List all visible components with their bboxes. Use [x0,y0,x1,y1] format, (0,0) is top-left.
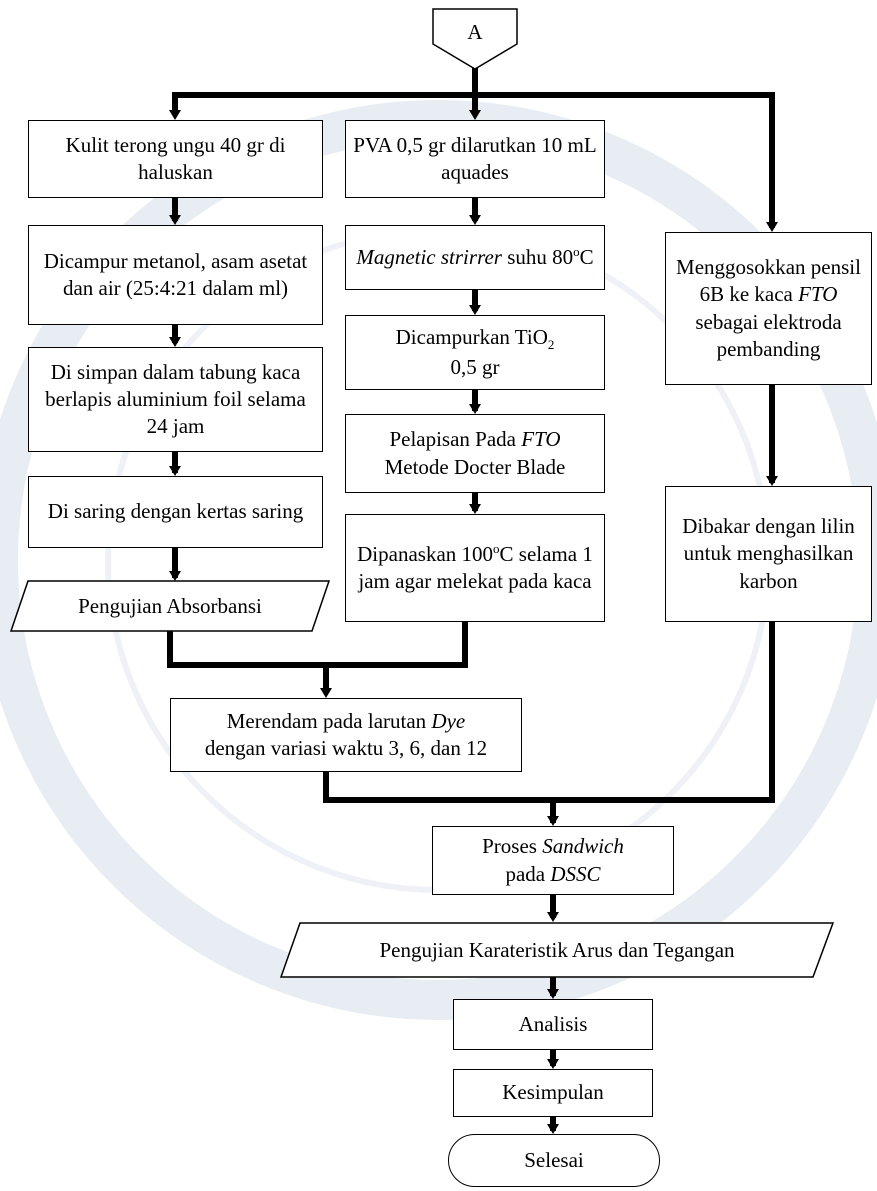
magnetic-suhu: suhu 80 [501,244,574,269]
step-magnetic-stirrer-text: Magnetic strirrer suhu 80oC [356,244,593,271]
io-shape [9,580,331,632]
dssc-italic: DSSC [550,861,601,886]
io-arus-tegangan-text: Pengujian Karateristik Arus dan Tegangan [379,937,735,962]
menggosokkan-fto-italic: FTO [798,282,838,307]
step-pva: PVA 0,5 gr dilarutkan 10 mL aquades [345,120,605,198]
step-kesimpulan: Kesimpulan [453,1069,653,1117]
step-di-saring: Di saring dengan kertas saring [28,476,323,548]
step-tio2-text: Dicampurkan TiO2 0,5 gr [396,324,555,381]
merendam-a: Merendam pada larutan [226,708,432,733]
connector-label: A [467,19,483,44]
step-dipanaskan-text: Dipanaskan 100oC selama 1 jam agar melek… [352,541,598,596]
step-kulit-terong: Kulit terong ungu 40 gr di haluskan [28,120,323,198]
step-analisis-text: Analisis [518,1011,588,1036]
connector-shape [432,8,518,70]
dipanaskan-b: C selama 1 jam agar melekat pada kaca [358,541,593,593]
step-di-simpan-text: Di simpan dalam tabung kaca berlapis alu… [45,359,306,439]
pelapisan-fto-italic: FTO [521,427,561,452]
merendam-b: dengan variasi waktu 3, 6, dan 12 [204,736,488,760]
step-dicampur-metanol: Dicampur metanol, asam asetat dan air (2… [28,225,323,325]
io2-shape [279,922,835,978]
magnetic-stirrer-italic: Magnetic strirrer [356,244,502,269]
connector-a: A [432,8,518,70]
pelapisan-a: Pelapisan Pada [389,427,522,452]
tio2-a: Dicampurkan TiO [395,324,548,349]
terminal-selesai: Selesai [448,1134,660,1187]
step-dipanaskan: Dipanaskan 100oC selama 1 jam agar melek… [345,514,605,622]
degree-sup: o [573,243,580,259]
step-kesimpulan-text: Kesimpulan [502,1080,604,1105]
sandwich-a: Proses [482,834,543,859]
step-di-saring-text: Di saring dengan kertas saring [47,499,304,524]
io-pengujian-absorbansi-text: Pengujian Absorbansi [78,593,262,618]
step-menggosokkan-pensil: Menggosokkan pensil 6B ke kaca FTO sebag… [665,232,872,385]
io-pengujian-arus-tegangan: Pengujian Karateristik Arus dan Tegangan [279,922,835,978]
menggosokkan-a: Menggosokkan pensil 6B ke kaca [676,254,861,307]
tio2-sub: 2 [547,337,555,352]
step-merendam-dye: Merendam pada larutan Dye dengan variasi … [170,698,522,772]
tio2-b: 0,5 gr [450,354,500,379]
pelapisan-b: Metode Docter Blade [384,454,566,479]
step-pva-text: PVA 0,5 gr dilarutkan 10 mL aquades [353,132,597,184]
merendam-dye-italic: Dye [431,708,466,733]
sandwich-b: pada [505,861,551,886]
step-analisis: Analisis [453,999,653,1050]
step-menggosokkan-text: Menggosokkan pensil 6B ke kaca FTO sebag… [672,254,865,363]
step-dibakar-text: Dibakar dengan lilin untuk menghasilkan … [682,514,855,593]
step-merendam-text: Merendam pada larutan Dye dengan variasi … [205,708,487,763]
step-di-simpan: Di simpan dalam tabung kaca berlapis alu… [28,347,323,452]
menggosokkan-b: sebagai elektroda pembanding [695,309,842,361]
dipanaskan-sup: o [493,540,500,556]
step-dibakar-lilin: Dibakar dengan lilin untuk menghasilkan … [665,486,872,622]
step-kulit-terong-text: Kulit terong ungu 40 gr di haluskan [65,132,286,184]
dipanaskan-a: Dipanaskan 100 [357,541,494,566]
step-dicampurkan-tio2: Dicampurkan TiO2 0,5 gr [345,315,605,390]
step-magnetic-stirrer: Magnetic strirrer suhu 80oC [345,225,605,290]
io-pengujian-absorbansi: Pengujian Absorbansi [9,580,331,632]
terminal-selesai-text: Selesai [524,1148,584,1172]
sandwich-italic: Sandwich [542,834,624,859]
step-dicampur-metanol-text: Dicampur metanol, asam asetat dan air (2… [43,248,308,300]
celsius: C [579,244,594,269]
